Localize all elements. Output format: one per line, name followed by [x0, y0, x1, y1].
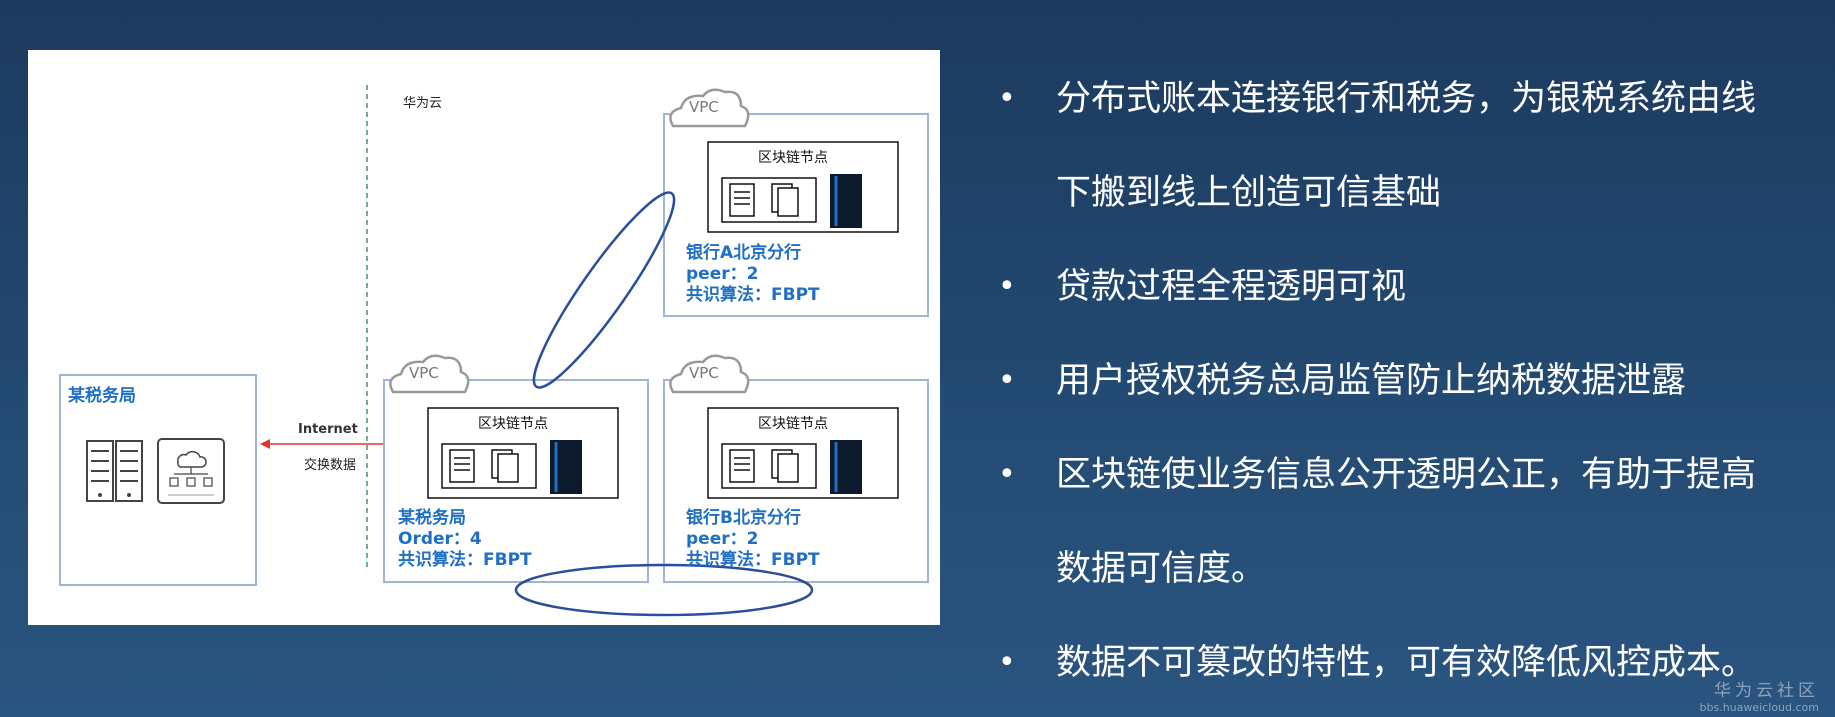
server-icon-tax-office — [550, 440, 582, 494]
bank-a-name: 银行A北京分行 — [686, 243, 802, 263]
vpc-cloud-icon-tax-office — [389, 354, 470, 394]
tax-office-order: Order：4 — [398, 529, 482, 549]
bullet-text: 区块链使业务信息公开透明公正，有助于提高 — [1056, 455, 1757, 495]
node-title-bank-b: 区块链节点 — [758, 416, 828, 432]
bullet-text: 贷款过程全程透明可视 — [1056, 267, 1407, 307]
vpc-label-bank-a: VPC — [689, 98, 719, 116]
server-icon-bank-a — [830, 174, 862, 228]
bank-b-name: 银行B北京分行 — [686, 508, 801, 528]
cloud-storage-icon — [157, 438, 225, 504]
cloud-region-label: 华为云 — [403, 96, 443, 111]
tax-office-node-info: 某税务局 Order：4 共识算法：FBPT — [398, 508, 532, 571]
exchange-data-label: 交换数据 — [304, 458, 357, 473]
node-title-bank-a: 区块链节点 — [758, 150, 828, 166]
node-title-tax-office: 区块链节点 — [478, 416, 548, 432]
bullet-text: 分布式账本连接银行和税务，为银税系统由线 — [1056, 79, 1757, 119]
watermark-title: 华为云社区 — [1714, 681, 1819, 701]
ledger-icon-bank-b — [721, 443, 817, 489]
bank-a-peer: peer：2 — [686, 264, 759, 284]
bullet-dot-icon: • — [998, 81, 1016, 116]
diagram-graphics — [59, 85, 929, 617]
bullet-item: • 贷款过程全程透明可视 — [990, 240, 1820, 334]
ledger-icon-bank-a — [721, 177, 817, 223]
bullet-item: • 分布式账本连接银行和税务，为银税系统由线 — [990, 52, 1820, 146]
bank-b-peer: peer：2 — [686, 529, 759, 549]
bullet-dot-icon: • — [998, 645, 1016, 680]
bullet-dot-icon: • — [998, 269, 1016, 304]
bullet-text: 用户授权税务总局监管防止纳税数据泄露 — [1056, 361, 1687, 401]
link-ellipse-tax-bank-b — [514, 563, 814, 617]
bullet-item-continuation: 数据可信度。 — [990, 522, 1820, 616]
bullet-item: • 数据不可篡改的特性，可有效降低风控成本。 — [990, 616, 1820, 710]
architecture-diagram: 华为云 VPC VPC VPC 区块链节点 区块链节点 区块链节点 某税务局 I… — [28, 50, 940, 625]
bullet-dot-icon: • — [998, 363, 1016, 398]
bullet-text: 下搬到线上创造可信基础 — [1056, 173, 1442, 213]
bullet-dot-icon: • — [998, 457, 1016, 492]
vpc-label-tax-office: VPC — [409, 364, 439, 382]
bullet-item: • 区块链使业务信息公开透明公正，有助于提高 — [990, 428, 1820, 522]
ledger-icon-tax-office — [441, 443, 537, 489]
vpc-cloud-icon-bank-b — [669, 354, 750, 394]
server-rack-icon — [86, 440, 143, 502]
internet-label: Internet — [298, 422, 358, 437]
tax-office-consensus: 共识算法：FBPT — [398, 550, 532, 570]
link-ellipse-tax-bank-a — [532, 191, 676, 389]
vpc-cloud-icon-bank-a — [669, 88, 750, 128]
tax-office-node-name: 某税务局 — [398, 508, 466, 528]
community-watermark: 华为云社区 bbs.huaweicloud.com — [1700, 676, 1819, 714]
bank-b-consensus: 共识算法：FBPT — [686, 550, 820, 570]
server-icon-bank-b — [830, 440, 862, 494]
bank-a-consensus: 共识算法：FBPT — [686, 285, 820, 305]
bullet-item: • 用户授权税务总局监管防止纳税数据泄露 — [990, 334, 1820, 428]
bullet-text: 数据可信度。 — [1056, 549, 1267, 589]
tax-office-title: 某税务局 — [68, 386, 136, 406]
bullet-item-continuation: 下搬到线上创造可信基础 — [990, 146, 1820, 240]
vpc-label-bank-b: VPC — [689, 364, 719, 382]
benefit-bullet-list: • 分布式账本连接银行和税务，为银税系统由线 下搬到线上创造可信基础 • 贷款过程全… — [990, 52, 1820, 710]
watermark-url: bbs.huaweicloud.com — [1699, 701, 1819, 714]
bank-b-info: 银行B北京分行 peer：2 共识算法：FBPT — [686, 508, 820, 571]
bank-a-info: 银行A北京分行 peer：2 共识算法：FBPT — [686, 243, 820, 306]
bullet-text: 数据不可篡改的特性，可有效降低风控成本。 — [1056, 643, 1757, 683]
